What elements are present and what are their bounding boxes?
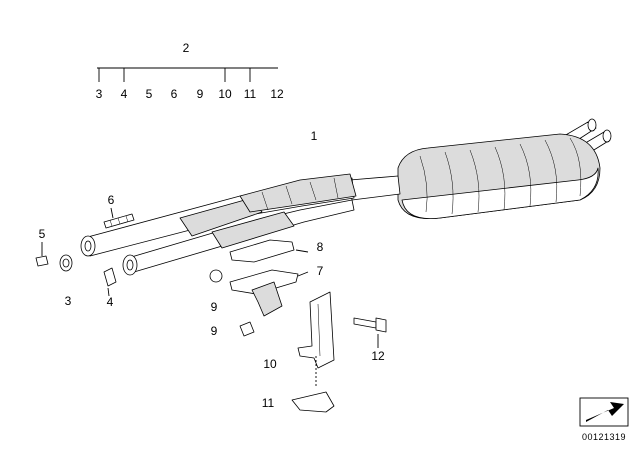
bushing xyxy=(209,269,223,283)
small-fasteners xyxy=(35,213,135,287)
rear-muffler xyxy=(349,118,612,219)
bolt-head xyxy=(375,317,387,333)
muffler-inlet-pipe xyxy=(349,175,401,201)
hanger-bracket-set xyxy=(209,239,299,337)
leader-8 xyxy=(295,249,309,253)
sleeve-thread xyxy=(117,217,121,225)
center-silencer-ribs xyxy=(261,177,339,211)
leader-6 xyxy=(110,207,114,219)
callout-7: 7 xyxy=(317,264,324,278)
support-bracket-edge xyxy=(317,303,321,357)
sleeve-thread xyxy=(109,219,113,227)
direction-arrow-icon xyxy=(586,402,624,422)
leader-4 xyxy=(107,287,110,297)
kit-bracket: 2 3 4 5 6 9 10 11 12 xyxy=(96,41,284,101)
callout-9: 9 xyxy=(211,324,218,338)
front-pipe-assembly xyxy=(80,173,357,276)
leader-7 xyxy=(297,271,309,277)
rubber-mount xyxy=(251,281,283,317)
clip xyxy=(291,391,335,413)
kit-item-label: 10 xyxy=(218,87,232,101)
callout-11: 11 xyxy=(262,396,275,410)
kit-item-label: 12 xyxy=(270,87,284,101)
kit-item-label: 11 xyxy=(244,87,257,101)
gasket-ring-bore xyxy=(62,258,70,268)
callout-3: 3 xyxy=(65,294,72,308)
clamp xyxy=(103,267,117,287)
support-plate xyxy=(229,269,299,295)
callout-10: 10 xyxy=(263,357,277,371)
muffler-ribs xyxy=(419,137,582,215)
badge-frame xyxy=(579,397,629,427)
nut xyxy=(35,255,49,267)
kit-item-label: 5 xyxy=(146,87,153,101)
hex-nut xyxy=(239,321,255,337)
kit-item-label: 9 xyxy=(197,87,204,101)
support-bracket-set xyxy=(291,291,387,413)
callout-9: 9 xyxy=(211,300,218,314)
tailpipe-end xyxy=(602,129,612,143)
catalytic-converter-rear xyxy=(211,211,295,249)
callout-4: 4 xyxy=(107,295,114,309)
callout-5: 5 xyxy=(39,227,46,241)
callout-1: 1 xyxy=(311,129,318,143)
kit-item-label: 6 xyxy=(171,87,178,101)
muffler-lower-seam xyxy=(401,167,599,219)
front-flange-bore xyxy=(126,259,134,271)
heat-shield-plate xyxy=(229,239,295,263)
kit-label: 2 xyxy=(183,41,190,55)
catalog-id: 00121319 xyxy=(582,432,626,442)
center-silencer xyxy=(239,173,357,213)
sleeve-thread xyxy=(125,215,129,223)
catalog-badge: 00121319 xyxy=(579,397,629,442)
callout-8: 8 xyxy=(317,240,324,254)
bolt-shank xyxy=(353,317,377,329)
callout-12: 12 xyxy=(371,349,385,363)
support-bracket xyxy=(297,291,335,369)
front-flange-bore xyxy=(84,240,92,252)
callout-6: 6 xyxy=(108,193,115,207)
tailpipe-end xyxy=(587,118,597,132)
catalytic-converter-front xyxy=(179,197,263,237)
callouts: 1 6 5 8 7 3 4 9 9 12 10 11 xyxy=(39,129,385,410)
kit-item-label: 4 xyxy=(121,87,128,101)
kit-item-label: 3 xyxy=(96,87,103,101)
leader-lines xyxy=(41,207,379,386)
